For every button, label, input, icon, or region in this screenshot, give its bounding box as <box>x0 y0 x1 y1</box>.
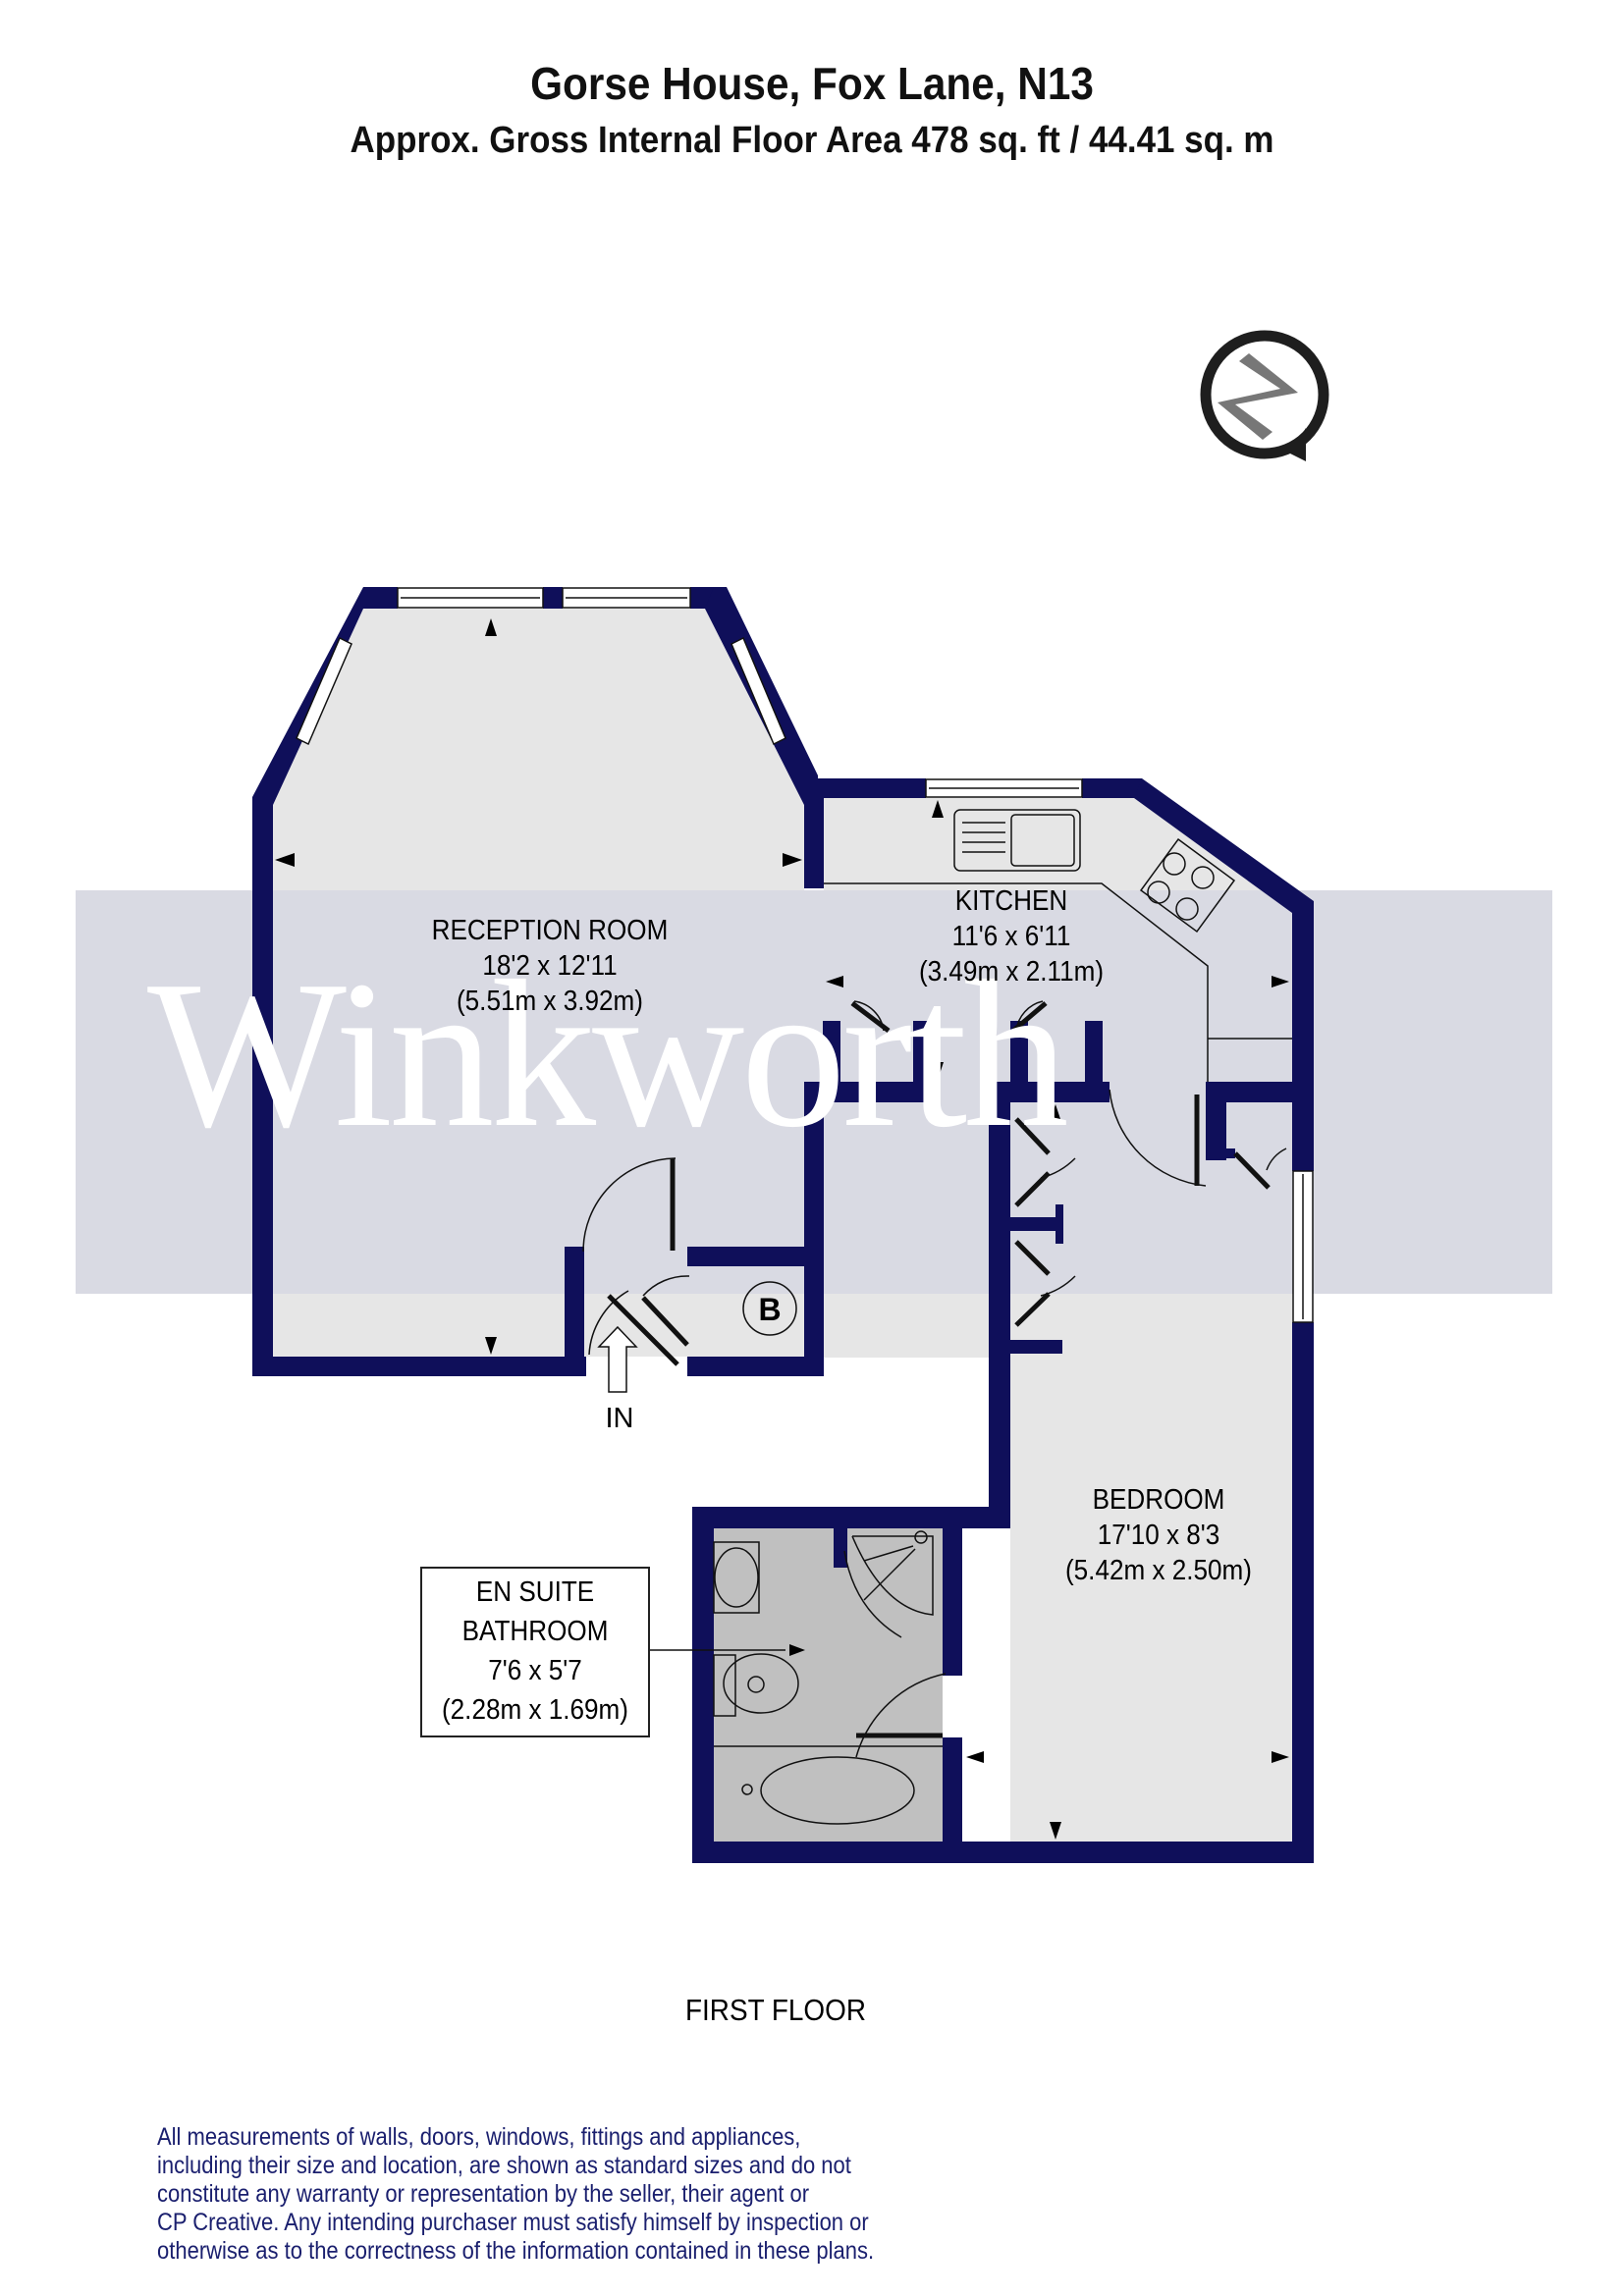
entrance-arrow-icon <box>597 1325 638 1393</box>
kitchen-fittings <box>824 809 1292 1082</box>
page-title: Gorse House, Fox Lane, N13 <box>530 58 1094 109</box>
disclaimer-line: CP Creative. Any intending purchaser mus… <box>157 2209 869 2236</box>
room-imperial: 11'6 x 6'11 <box>951 921 1071 952</box>
boiler-icon <box>742 1281 797 1336</box>
door-leaves <box>607 1001 1271 1738</box>
room-label-bedroom: BEDROOM 17'10 x 8'3 (5.42m x 2.50m) <box>1044 1482 1273 1588</box>
room-label-kitchen: KITCHEN 11'6 x 6'11 (3.49m x 2.11m) <box>879 883 1144 989</box>
room-label-reception: RECEPTION ROOM 18'2 x 12'11 (5.51m x 3.9… <box>391 913 709 1019</box>
room-name-line2: BATHROOM <box>461 1616 609 1647</box>
bathroom-fittings <box>648 1530 943 1825</box>
room-name: BEDROOM <box>1092 1484 1225 1516</box>
boiler-label: B <box>758 1292 781 1327</box>
entrance-label: IN <box>606 1403 634 1434</box>
disclaimer: All measurements of walls, doors, window… <box>157 2123 935 2266</box>
room-label-ensuite: EN SUITE BATHROOM 7'6 x 5'7 (2.28m x 1.6… <box>434 1573 637 1730</box>
watermark: Winkworth <box>147 936 1069 1171</box>
room-metric: (5.51m x 3.92m) <box>456 986 644 1017</box>
dimension-arrows <box>275 618 1289 1840</box>
room-metric: (2.28m x 1.69m) <box>441 1694 629 1726</box>
disclaimer-line: All measurements of walls, doors, window… <box>157 2123 801 2151</box>
room-metric: (3.49m x 2.11m) <box>918 956 1105 988</box>
ensuite-label-box: EN SUITE BATHROOM 7'6 x 5'7 (2.28m x 1.6… <box>420 1567 650 1737</box>
disclaimer-line: including their size and location, are s… <box>157 2152 851 2179</box>
north-compass-icon <box>1200 330 1329 461</box>
room-imperial: 7'6 x 5'7 <box>488 1655 582 1686</box>
room-name: KITCHEN <box>954 885 1068 917</box>
disclaimer-line: constitute any warranty or representatio… <box>157 2180 810 2208</box>
floor-label: FIRST FLOOR <box>685 1993 866 2027</box>
room-imperial: 18'2 x 12'11 <box>482 950 618 982</box>
room-name-line1: EN SUITE <box>475 1576 595 1608</box>
windows <box>296 587 1314 1323</box>
floor-area-subtitle: Approx. Gross Internal Floor Area 478 sq… <box>350 120 1274 161</box>
room-metric: (5.42m x 2.50m) <box>1064 1555 1253 1586</box>
room-imperial: 17'10 x 8'3 <box>1097 1520 1220 1551</box>
disclaimer-line: otherwise as to the correctness of the i… <box>157 2237 875 2265</box>
room-name: RECEPTION ROOM <box>431 915 669 946</box>
